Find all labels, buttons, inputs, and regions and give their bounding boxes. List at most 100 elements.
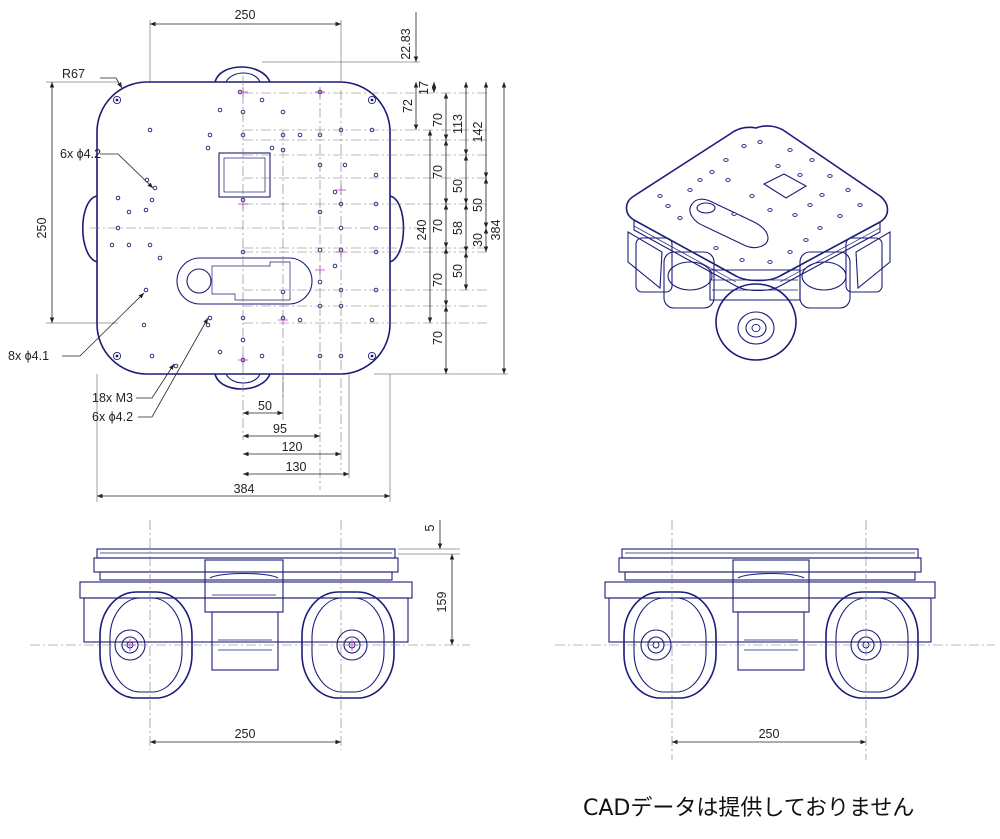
iso-hole xyxy=(775,164,781,168)
plate-hole xyxy=(115,195,121,201)
plate-hole xyxy=(269,145,275,151)
iso-wheel-front xyxy=(715,283,797,361)
corner-hole-center xyxy=(370,354,374,358)
dim-side-250: 250 xyxy=(759,727,780,741)
corner-hole-center xyxy=(115,98,119,102)
top-square-cutout xyxy=(218,152,271,198)
iso-hole xyxy=(767,260,773,264)
dim-22-83: 22.83 xyxy=(399,28,413,59)
dim-front-5: 5 xyxy=(423,524,437,531)
plate-hole xyxy=(141,322,147,328)
dim-bottom-130: 130 xyxy=(286,460,307,474)
callout-6x-4-2-bottom: 6x ϕ4.2 xyxy=(92,410,133,424)
plate-hole xyxy=(297,132,303,138)
iso-hole xyxy=(665,204,671,208)
iso-hole xyxy=(741,144,747,148)
side-caster xyxy=(737,611,805,671)
plate-hole xyxy=(173,363,179,369)
plate-hole xyxy=(217,349,223,355)
top-view-dimensions: 250 22.83 250 17 72 70 113 142 70 50 50 … xyxy=(8,8,508,502)
iso-hole xyxy=(725,178,731,182)
top-slot-circle xyxy=(186,268,212,294)
top-wheel-left xyxy=(81,195,98,263)
front-motor xyxy=(204,559,284,613)
callout-18x-m3: 18x M3 xyxy=(92,391,133,405)
iso-hole xyxy=(739,258,745,262)
top-slot-cutout xyxy=(176,257,313,305)
plate-hole xyxy=(332,263,338,269)
dim-right-58: 58 xyxy=(451,221,465,235)
plate-hole xyxy=(217,107,223,113)
dim-right-30: 30 xyxy=(471,233,485,247)
iso-hole xyxy=(767,208,773,212)
callout-6x-4-2-top: 6x ϕ4.2 xyxy=(60,147,101,161)
dim-bottom-95: 95 xyxy=(273,422,287,436)
iso-hole xyxy=(723,158,729,162)
iso-hole xyxy=(857,203,863,207)
iso-slot xyxy=(689,198,769,249)
plate-hole xyxy=(149,353,155,359)
plate-hole xyxy=(147,242,153,248)
dim-right-70a: 70 xyxy=(431,113,445,127)
side-plate xyxy=(621,548,919,559)
iso-hole xyxy=(709,170,715,174)
callout-8x-4-1: 8x ϕ4.1 xyxy=(8,349,49,363)
dim-right-70e: 70 xyxy=(431,331,445,345)
plate-hole xyxy=(259,97,265,103)
plate-hole xyxy=(157,255,163,261)
iso-square xyxy=(762,173,808,199)
plate-hole xyxy=(205,322,211,328)
dim-right-70c: 70 xyxy=(431,219,445,233)
iso-hole xyxy=(837,214,843,218)
dim-right-142: 142 xyxy=(471,122,485,143)
dim-right-17: 17 xyxy=(417,81,431,95)
plate-hole xyxy=(205,145,211,151)
top-square-cutout-inner xyxy=(223,157,266,193)
dim-right-70d: 70 xyxy=(431,273,445,287)
corner-hole-center xyxy=(370,98,374,102)
top-view xyxy=(81,66,490,490)
iso-hole xyxy=(797,173,803,177)
dim-front-159: 159 xyxy=(435,592,449,613)
top-reference-lines xyxy=(243,92,490,324)
iso-hole xyxy=(817,226,823,230)
side-view-dimensions: 250 xyxy=(672,727,866,745)
iso-hole xyxy=(809,158,815,162)
side-view xyxy=(555,520,995,760)
dim-right-70b: 70 xyxy=(431,165,445,179)
front-view-dimensions: 5 159 250 xyxy=(150,520,460,745)
iso-hole xyxy=(827,174,833,178)
dim-bottom-120: 120 xyxy=(282,440,303,454)
dim-right-384: 384 xyxy=(489,220,503,241)
iso-hole xyxy=(677,216,683,220)
plate-hole xyxy=(143,287,149,293)
iso-hole xyxy=(697,178,703,182)
iso-hole xyxy=(687,188,693,192)
iso-hole xyxy=(845,188,851,192)
plate-hole xyxy=(149,197,155,203)
plate-hole xyxy=(207,132,213,138)
top-plate-holes xyxy=(109,87,379,369)
caption-cad-note: CADデータは提供しておりません xyxy=(583,796,915,821)
front-view xyxy=(30,520,470,750)
iso-plate-top xyxy=(625,125,889,282)
top-wheel-bottom-inner xyxy=(225,373,261,384)
iso-hole xyxy=(787,148,793,152)
iso-hole xyxy=(749,194,755,198)
dim-right-113: 113 xyxy=(451,114,465,134)
plate-hole xyxy=(207,315,213,321)
iso-hole xyxy=(713,246,719,250)
plate-hole xyxy=(297,317,303,323)
dim-top-250: 250 xyxy=(235,8,256,22)
dim-right-50c: 50 xyxy=(451,264,465,278)
callout-r67: R67 xyxy=(62,67,85,81)
plate-hole xyxy=(280,109,286,115)
top-wheel-bottom xyxy=(214,373,271,390)
plate-hole xyxy=(147,127,153,133)
dim-right-50b: 50 xyxy=(471,198,485,212)
iso-hole xyxy=(792,213,798,217)
side-motor xyxy=(732,559,810,613)
isometric-view xyxy=(625,125,891,361)
plate-hole xyxy=(342,162,348,168)
